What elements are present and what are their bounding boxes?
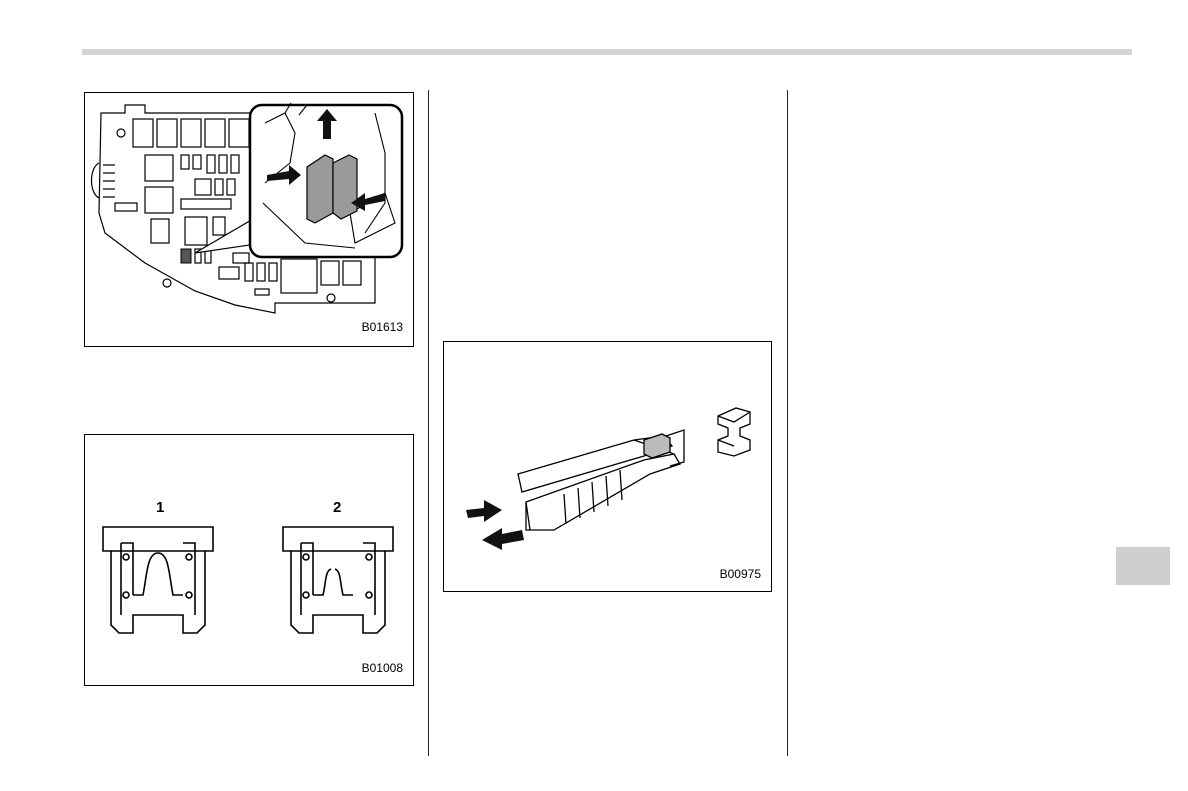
fuse-puller-illustration [444,342,772,592]
figure-fuse-comparison: 1 2 B01008 [84,434,414,686]
column-divider-left [428,90,429,756]
fuse-comparison-illustration [85,435,414,686]
figure-fuse-box: B01613 [84,92,414,347]
section-tab-marker [1116,547,1170,585]
column-divider-right [787,90,788,756]
figure-code: B01008 [362,661,403,675]
header-rule [82,49,1132,55]
figure-code: B00975 [720,567,761,581]
fuse-box-illustration [85,93,414,347]
figure-code: B01613 [362,320,403,334]
figure-fuse-puller: B00975 [443,341,772,592]
